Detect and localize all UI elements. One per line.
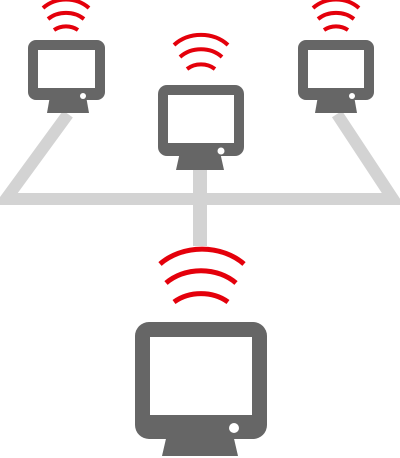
power-led — [349, 93, 355, 99]
power-led — [217, 147, 225, 155]
wifi-arc — [164, 268, 238, 285]
wifi-arc — [178, 47, 224, 59]
monitor-screen — [168, 95, 234, 143]
wifi-arc — [172, 291, 230, 305]
client-monitor-center — [158, 85, 244, 170]
wifi-signal-icon — [158, 246, 246, 305]
hub-monitor — [135, 322, 267, 456]
monitor-screen — [150, 337, 252, 415]
link-right-client — [200, 110, 400, 205]
client-monitor-left — [28, 40, 105, 113]
monitor-screen — [308, 50, 364, 88]
wifi-arc — [322, 24, 350, 32]
monitor-stand — [315, 96, 357, 113]
power-led — [229, 423, 239, 433]
wifi-arc — [311, 0, 361, 10]
wifi-signal-icon — [311, 0, 361, 32]
wifi-arc — [46, 10, 86, 21]
monitor-stand — [176, 152, 224, 170]
wifi-arc — [41, 0, 91, 10]
power-led — [80, 93, 86, 99]
wifi-signal-icon — [172, 32, 230, 71]
monitor-screen — [38, 50, 95, 88]
client-monitor-right — [298, 40, 374, 113]
link-left-client — [0, 110, 200, 205]
wifi-arc — [172, 32, 230, 47]
wifi-arc — [52, 24, 80, 32]
wifi-signal-icon — [41, 0, 91, 32]
wifi-arc — [158, 246, 246, 266]
wifi-arc — [316, 10, 356, 21]
wifi-arc — [185, 62, 217, 71]
monitor-stand — [47, 96, 89, 113]
